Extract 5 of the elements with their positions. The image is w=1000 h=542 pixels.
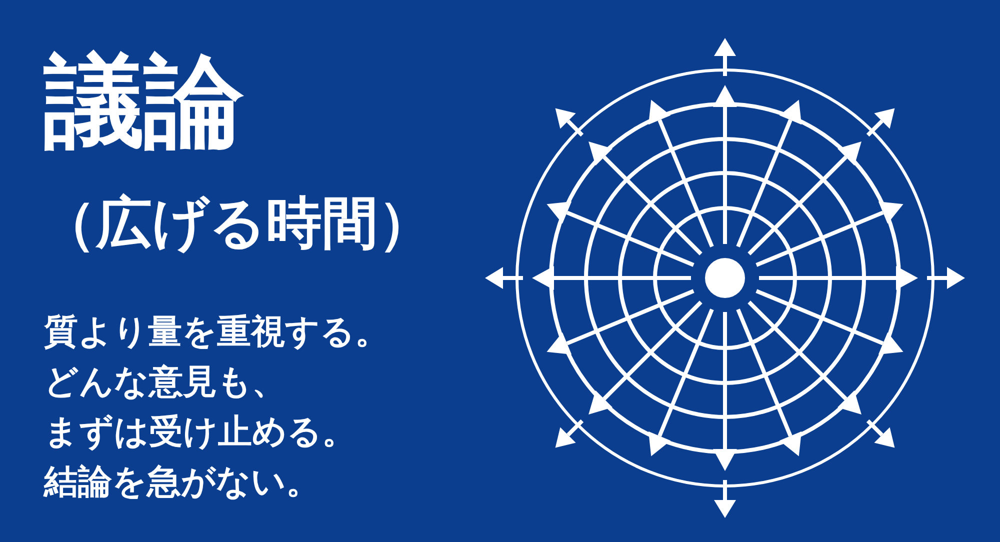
body-text: 質より量を重視する。 — [44, 315, 389, 349]
body-text: どんな意見も、 — [44, 365, 286, 399]
body-text: まずは受け止める。 — [44, 415, 356, 449]
title: 議論 — [44, 52, 244, 152]
body-text: 結論を急がない。 — [44, 465, 320, 499]
